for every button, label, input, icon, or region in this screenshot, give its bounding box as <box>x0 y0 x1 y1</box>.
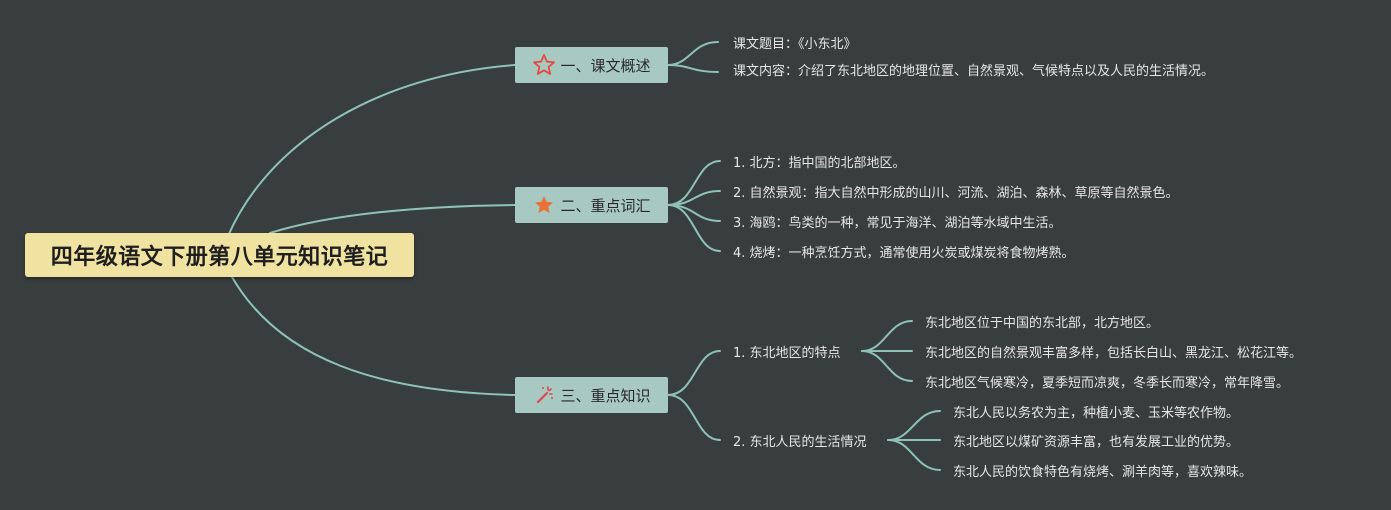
vocab-item[interactable]: 4. 烧烤：一种烹饪方式，通常使用火炭或煤炭将食物烤熟。 <box>733 246 1075 261</box>
branch-label: 二、重点词汇 <box>560 196 651 215</box>
branch-label: 三、重点知识 <box>560 386 651 405</box>
connector-knowledge-1 <box>667 350 721 396</box>
star-filled-icon <box>532 193 556 217</box>
connector-k1-item-1 <box>861 320 913 352</box>
knowledge-item[interactable]: 东北地区以煤矿资源丰富，也有发展工业的优势。 <box>953 435 1240 450</box>
branch-knowledge[interactable]: 三、重点知识 <box>515 377 668 413</box>
overview-item[interactable]: 课文题目：《小东北》 <box>733 37 857 52</box>
star-outline-icon <box>532 53 556 77</box>
magic-wand-icon <box>532 383 556 407</box>
connector-root-branch-3 <box>231 276 516 396</box>
knowledge-item[interactable]: 东北人民的饮食特色有烧烤、涮羊肉等，喜欢辣味。 <box>953 465 1253 480</box>
connector-overview-2 <box>667 64 719 73</box>
connector-vocab-4 <box>667 204 721 252</box>
connector-root-branch-1 <box>227 64 516 237</box>
connector-k2-item-1 <box>887 410 941 441</box>
branch-vocab[interactable]: 二、重点词汇 <box>515 187 668 223</box>
connector-knowledge-2 <box>667 394 721 441</box>
vocab-item[interactable]: 2. 自然景观：指大自然中形成的山川、河流、湖泊、森林、草原等自然景色。 <box>733 186 1179 201</box>
knowledge-item[interactable]: 东北地区位于中国的东北部，北方地区。 <box>925 316 1160 331</box>
knowledge-subtopic[interactable]: 1. 东北地区的特点 <box>733 346 841 361</box>
knowledge-item[interactable]: 东北地区气候寒冷，夏季短而凉爽，冬季长而寒冷，常年降雪。 <box>925 376 1290 391</box>
connector-overview-1 <box>667 41 719 66</box>
vocab-item[interactable]: 1. 北方：指中国的北部地区。 <box>733 156 906 171</box>
connector-root-branch-2 <box>269 204 516 234</box>
connector-k1-item-3 <box>861 350 913 382</box>
root-topic[interactable]: 四年级语文下册第八单元知识笔记 <box>25 233 414 277</box>
vocab-item[interactable]: 3. 海鸥：鸟类的一种，常见于海洋、湖泊等水域中生活。 <box>733 216 1062 231</box>
knowledge-item[interactable]: 东北人民以务农为主，种植小麦、玉米等农作物。 <box>953 406 1240 421</box>
knowledge-subtopic[interactable]: 2. 东北人民的生活情况 <box>733 435 867 450</box>
connector-k2-item-3 <box>887 439 941 471</box>
branch-label: 一、课文概述 <box>560 56 651 75</box>
overview-item[interactable]: 课文内容：介绍了东北地区的地理位置、自然景观、气候特点以及人民的生活情况。 <box>733 64 1215 79</box>
branch-overview[interactable]: 一、课文概述 <box>515 47 668 83</box>
knowledge-item[interactable]: 东北地区的自然景观丰富多样，包括长白山、黑龙江、松花江等。 <box>925 346 1303 361</box>
root-title: 四年级语文下册第八单元知识笔记 <box>50 245 389 270</box>
